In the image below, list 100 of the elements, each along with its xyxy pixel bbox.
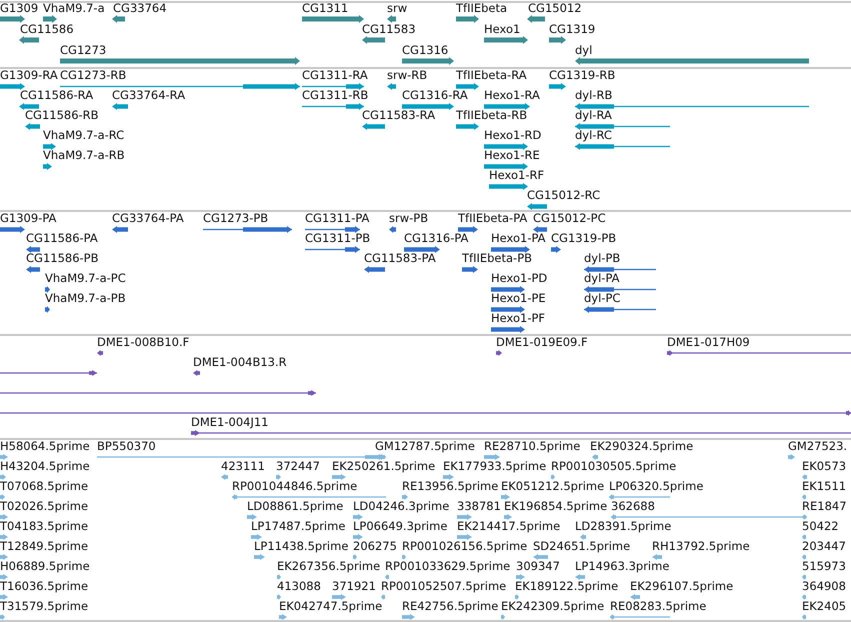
feature-label: CG1311-PA [305, 211, 370, 225]
feature-label: GM27523. [788, 439, 848, 453]
feature-label: CG1319-PB [551, 231, 616, 245]
feature-label: CG33764-PA [112, 211, 184, 225]
feature-label: RP001026156.5prime [402, 539, 528, 553]
feature-label: TfIIEbeta-RB [456, 108, 528, 122]
feature-label: BP550370 [97, 439, 156, 453]
feature-label: LD08861.5prime [247, 499, 344, 513]
feature-label: CG1319 [549, 22, 596, 36]
feature-label: RP001033629.5prime [385, 559, 510, 573]
feature-label: RE42756.5prime [402, 599, 498, 613]
feature-label: 203447 [802, 539, 846, 553]
feature-label: T07068.5prime [0, 479, 88, 493]
feature-label: CG11586-RA [20, 88, 94, 102]
feature-label: CG15012-PC [533, 211, 606, 225]
feature-label: H43204.5prime [0, 459, 90, 473]
feature-label: dyl-PC [584, 291, 620, 305]
feature-label: dyl-RA [575, 108, 612, 122]
feature-label: EK051212.5prime [501, 479, 604, 493]
feature-label: 309347 [516, 559, 560, 573]
feature-label: LD28391.5prime [575, 519, 672, 533]
feature-label: EK189122.5prime [515, 579, 618, 593]
feature-label: 413088 [277, 579, 321, 593]
feature-label: T12849.5prime [0, 539, 88, 553]
feature-label: EK267356.5prime [277, 559, 380, 573]
feature-label: CG15012 [528, 1, 582, 15]
feature-label: Hexo1-RA [484, 88, 540, 102]
feature-label: CG1311-PB [305, 231, 370, 245]
feature-label: CG1273 [60, 43, 106, 57]
feature-label: dyl [575, 43, 592, 57]
feature-label: CG1311-RB [302, 88, 368, 102]
feature-label: EK290324.5prime [590, 439, 694, 453]
feature-label: DME1-019E09.F [496, 335, 588, 349]
feature-label: CG11586-RB [25, 108, 99, 122]
feature-label: 338781 [457, 499, 501, 513]
feature-label: G1309-PA [0, 211, 56, 225]
feature-label: CG33764 [113, 1, 167, 15]
feature-label: srw-PB [389, 211, 428, 225]
feature-label: EK0573 [802, 459, 846, 473]
feature-label: EK042747.5prime [279, 599, 382, 613]
feature-label: CG1316-PA [404, 231, 468, 245]
feature-label: 515973 [802, 559, 846, 573]
feature-label: RH13792.5prime [652, 539, 750, 553]
feature-label: RP001052507.5prime [381, 579, 506, 593]
feature-label: CG33764-RA [112, 88, 186, 102]
feature-label: 206275 [353, 539, 397, 553]
feature-label: CG1273-RB [60, 68, 126, 82]
feature-label: G1309 [0, 1, 38, 15]
feature-label: TfIIEbeta [456, 1, 508, 15]
feature-label: LD04246.3prime [353, 499, 450, 513]
feature-label: EK1511 [802, 479, 846, 493]
feature-label: Hexo1-RE [484, 148, 540, 162]
feature-label: 423111 [221, 459, 265, 473]
feature-label: TfIIEbeta-RA [456, 68, 527, 82]
feature-label: LP11438.5prime [254, 539, 348, 553]
feature-label: CG1319-RB [549, 68, 616, 82]
feature-label: dyl-RB [575, 88, 612, 102]
feature-label: RP001044846.5prime [232, 479, 358, 493]
feature-label: G1309-RA [0, 68, 58, 82]
feature-label: EK214417.5prime [457, 519, 560, 533]
feature-label: EK242309.5prime [501, 599, 604, 613]
feature-label: VhaM9.7-a-PB [45, 291, 126, 305]
feature-label: EK177933.5prime [443, 459, 546, 473]
feature-label: CG11586 [20, 22, 74, 36]
feature-label: DME1-008B10.F [97, 335, 190, 349]
feature-label: RE1847 [802, 499, 847, 513]
feature-label: VhaM9.7-a [43, 1, 105, 15]
feature-label: LP06649.3prime [353, 519, 448, 533]
feature-label: RP001030505.5prime [551, 459, 676, 473]
feature-label: CG15012-RC [527, 188, 600, 202]
feature-label: VhaM9.7-a-RC [43, 128, 124, 142]
feature-label: RE08283.5prime [610, 599, 706, 613]
feature-label: srw [387, 1, 408, 15]
feature-label: CG11583-RA [362, 108, 436, 122]
feature-label: 371921 [332, 579, 376, 593]
feature-label: Hexo1-PA [491, 231, 546, 245]
feature-label: DME1-017H09 [667, 335, 750, 349]
feature-label: CG11583 [362, 22, 416, 36]
feature-label: EK296107.5prime [630, 579, 734, 593]
feature-label: EK196854.5prime [504, 499, 608, 513]
feature-label: CG1316-RA [402, 88, 468, 102]
feature-label: Hexo1-RD [484, 128, 542, 142]
feature-label: EK250261.5prime [332, 459, 436, 473]
feature-label: LP06320.5prime [609, 479, 704, 493]
feature-label: LP14963.3prime [575, 559, 670, 573]
feature-label: T31579.5prime [0, 599, 88, 613]
feature-label: 372447 [276, 459, 320, 473]
feature-label: 362688 [611, 499, 655, 513]
feature-label: H58064.5prime [0, 439, 90, 453]
feature-label: T04183.5prime [0, 519, 88, 533]
feature-label: Hexo1-RF [489, 168, 544, 182]
feature-label: CG11586-PB [26, 251, 98, 265]
feature-label: LP17487.5prime [251, 519, 346, 533]
feature-label: RE13956.5prime [402, 479, 498, 493]
feature-label: VhaM9.7-a-RB [43, 148, 125, 162]
feature-label: DME1-004J11 [191, 415, 268, 429]
feature-label: dyl-PB [584, 251, 620, 265]
feature-label: CG1311-RA [302, 68, 368, 82]
feature-label: DME1-004B13.R [193, 355, 287, 369]
feature-label: dyl-PA [584, 271, 620, 285]
